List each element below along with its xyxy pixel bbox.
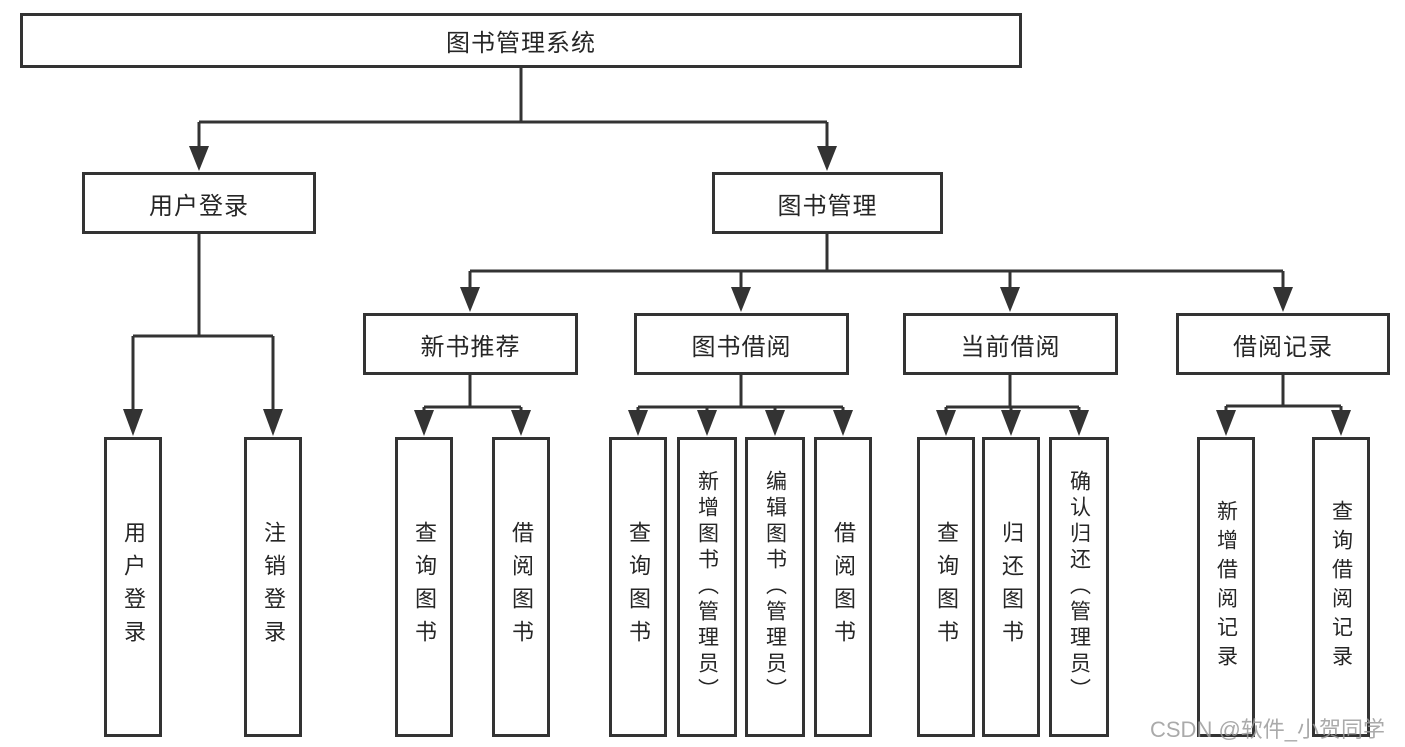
arrow-down-icon — [263, 409, 283, 436]
leaf-label: 查询借阅记录 — [1329, 500, 1353, 674]
leaf-label: 借阅图书 — [509, 521, 534, 653]
arrow-down-icon — [1001, 410, 1021, 436]
leaf-confirm-return-admin: 确认归还（管理员） — [1049, 437, 1109, 737]
node-current-borrowing: 当前借阅 — [903, 313, 1118, 375]
node-library-system-label: 图书管理系统 — [446, 30, 596, 57]
leaf-borrow-books-recommend: 借阅图书 — [492, 437, 550, 737]
node-borrowing-records-label: 借阅记录 — [1233, 333, 1333, 361]
node-book-borrowing-label: 图书借阅 — [691, 333, 792, 361]
arrow-down-icon — [697, 410, 717, 436]
leaf-label: 查询图书 — [412, 521, 437, 653]
node-new-book-recommend: 新书推荐 — [363, 313, 578, 375]
arrow-down-icon — [765, 410, 785, 436]
node-book-management-label: 图书管理 — [777, 192, 878, 220]
arrow-down-icon — [628, 410, 648, 436]
leaf-label: 借阅图书 — [831, 521, 856, 653]
leaf-user-login: 用户登录 — [104, 437, 162, 737]
arrow-down-icon — [817, 146, 837, 171]
leaf-query-books-recommend: 查询图书 — [395, 437, 453, 737]
arrow-down-icon — [833, 410, 853, 436]
leaf-label: 注销登录 — [261, 521, 286, 653]
connector-book-management-sections — [460, 234, 1293, 312]
node-book-management: 图书管理 — [712, 172, 943, 234]
csdn-watermark: CSDN @软件_小贺同学 — [1150, 717, 1386, 742]
arrow-down-icon — [731, 287, 751, 312]
connector-new-book-children — [414, 375, 531, 436]
node-library-system: 图书管理系统 — [20, 13, 1022, 68]
leaf-label: 确认归还（管理员） — [1067, 470, 1091, 704]
arrow-down-icon — [936, 410, 956, 436]
leaf-label: 归还图书 — [999, 521, 1024, 653]
arrow-down-icon — [414, 410, 434, 436]
arrow-down-icon — [189, 146, 209, 171]
leaf-edit-book-admin: 编辑图书（管理员） — [745, 437, 805, 737]
arrow-down-icon — [1331, 410, 1351, 436]
leaf-label: 新增借阅记录 — [1214, 500, 1238, 674]
arrow-down-icon — [1273, 287, 1293, 312]
leaf-label: 查询图书 — [626, 521, 651, 653]
leaf-label: 编辑图书（管理员） — [763, 470, 787, 704]
node-current-borrowing-label: 当前借阅 — [960, 333, 1061, 361]
leaf-add-book-admin: 新增图书（管理员） — [677, 437, 737, 737]
node-user-login-label: 用户登录 — [149, 192, 249, 220]
arrow-down-icon — [123, 409, 143, 436]
leaf-logout: 注销登录 — [244, 437, 302, 737]
leaf-label: 用户登录 — [121, 521, 146, 653]
connector-borrowing-records-children — [1216, 375, 1351, 436]
leaf-query-books-current: 查询图书 — [917, 437, 975, 737]
node-user-login: 用户登录 — [82, 172, 316, 234]
node-book-borrowing: 图书借阅 — [634, 313, 849, 375]
leaf-add-borrow-record: 新增借阅记录 — [1197, 437, 1255, 737]
connector-current-borrowing-children — [936, 375, 1089, 436]
leaf-query-borrow-record: 查询借阅记录 — [1312, 437, 1370, 737]
connector-root-to-level2 — [189, 68, 837, 171]
arrow-down-icon — [511, 410, 531, 436]
leaf-query-books-borrowing: 查询图书 — [609, 437, 667, 737]
leaf-borrow-books-borrowing: 借阅图书 — [814, 437, 872, 737]
connector-book-borrowing-children — [628, 375, 853, 436]
arrow-down-icon — [1000, 287, 1020, 312]
arrow-down-icon — [1069, 410, 1089, 436]
leaf-label: 查询图书 — [934, 521, 959, 653]
node-borrowing-records: 借阅记录 — [1176, 313, 1390, 375]
connector-user-login-children — [123, 234, 283, 436]
leaf-return-books: 归还图书 — [982, 437, 1040, 737]
node-new-book-recommend-label: 新书推荐 — [420, 333, 521, 361]
arrow-down-icon — [1216, 410, 1236, 436]
arrow-down-icon — [460, 287, 480, 312]
leaf-label: 新增图书（管理员） — [695, 470, 719, 704]
